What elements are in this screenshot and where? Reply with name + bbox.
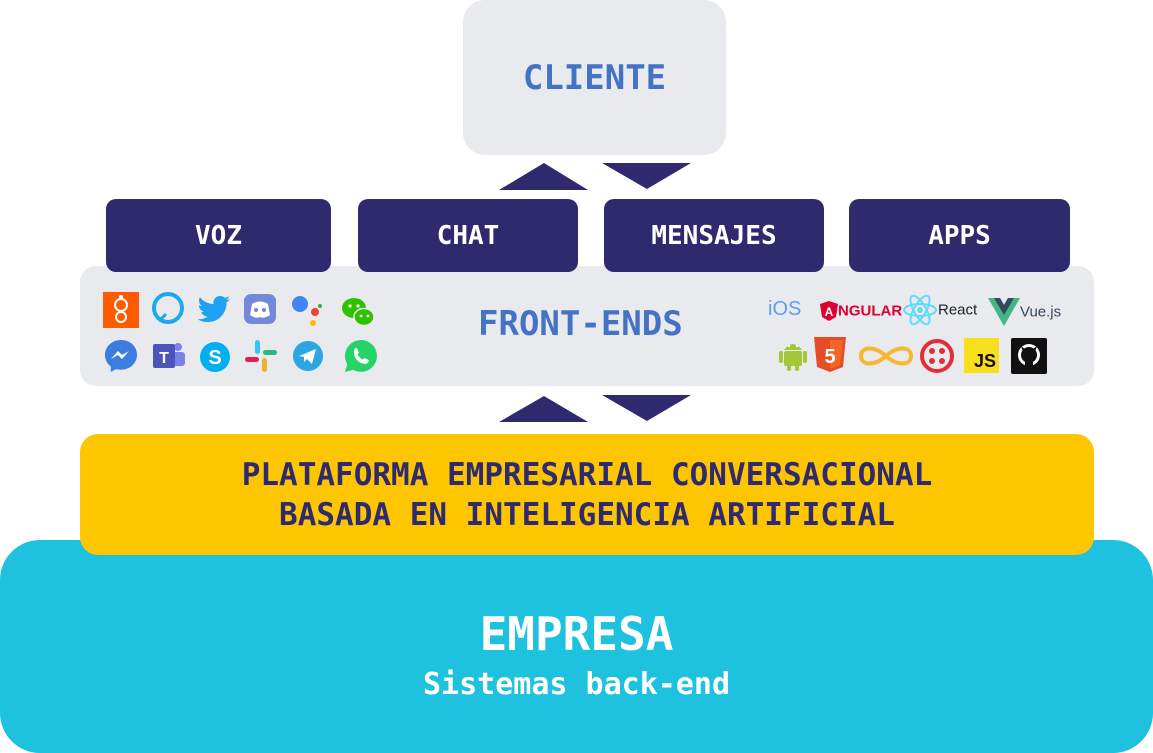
arrow-down-icon [602, 163, 691, 189]
slack-icon [245, 340, 277, 372]
arrow-up-icon [499, 396, 588, 422]
arrow-down-icon [602, 395, 691, 421]
infinity-icon [858, 346, 914, 366]
github-icon [1011, 338, 1047, 374]
discord-icon [244, 294, 276, 324]
twitter-icon [197, 296, 230, 322]
cliente-box: CLIENTE [463, 0, 726, 155]
genesys-icon [103, 292, 139, 328]
alexa-icon [152, 292, 184, 324]
messenger-icon [105, 340, 137, 372]
channel-apps: APPS [849, 199, 1070, 272]
ios-icon: iOS [768, 298, 802, 320]
svg-text:S: S [208, 347, 221, 369]
platform-line-1: PLATAFORMA EMPRESARIAL CONVERSACIONAL [241, 456, 933, 493]
teams-icon: T [153, 343, 185, 368]
javascript-icon: JS [964, 338, 999, 373]
cliente-label: CLIENTE [522, 57, 667, 98]
whatsapp-icon [345, 340, 377, 372]
channel-mensajes: MENSAJES [604, 199, 824, 272]
wechat-icon [342, 298, 375, 327]
vuejs-icon: Vue.js [988, 298, 1061, 326]
svg-text:T: T [159, 350, 169, 367]
channel-chat: CHAT [358, 199, 578, 272]
html5-icon: 5 [814, 337, 846, 372]
react-icon: React [902, 294, 977, 326]
empresa-box: EMPRESA Sistemas back-end [0, 540, 1153, 753]
frontends-label: FRONT-ENDS [478, 304, 683, 344]
skype-icon: S [200, 342, 230, 372]
google-assistant-icon [292, 296, 322, 326]
channel-voz: VOZ [106, 199, 331, 272]
android-icon [779, 344, 807, 371]
empresa-subtitle: Sistemas back-end [422, 666, 731, 702]
twilio-icon [920, 339, 954, 373]
platform-box: PLATAFORMA EMPRESARIAL CONVERSACIONAL BA… [80, 434, 1094, 555]
arrow-up-icon [499, 163, 588, 190]
telegram-icon [293, 341, 323, 371]
svg-text:5: 5 [824, 346, 835, 368]
svg-text:A: A [825, 305, 834, 319]
platform-line-2: BASADA EN INTELIGENCIA ARTIFICIAL [279, 496, 895, 533]
empresa-title: EMPRESA [479, 606, 674, 661]
